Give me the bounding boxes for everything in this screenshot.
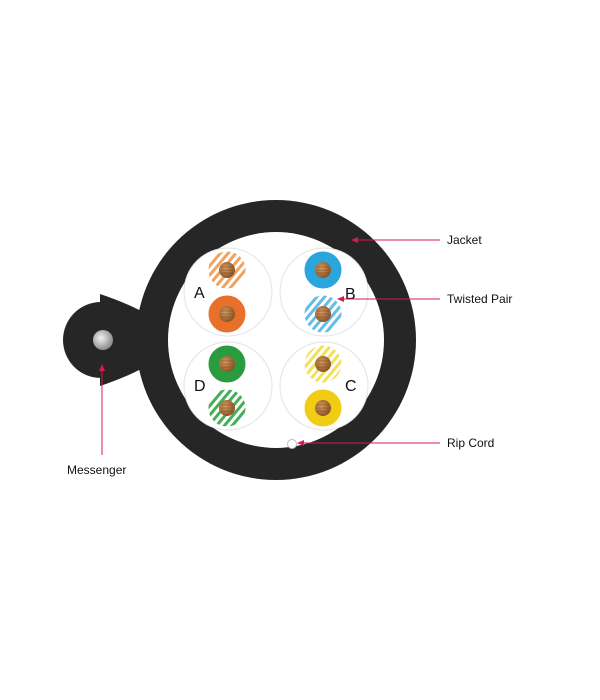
orange-striped-conductor — [207, 250, 247, 290]
rip-cord-label: Rip Cord — [447, 436, 494, 450]
pair-boundary — [279, 341, 369, 431]
rip-cord-callout-arrow — [297, 440, 304, 446]
orange-solid-conductor — [207, 294, 247, 334]
blue-striped-conductor — [303, 294, 343, 334]
twisted-pair-b — [279, 247, 369, 337]
twisted-pair-callout-arrow — [337, 296, 344, 302]
messenger-label: Messenger — [67, 463, 126, 477]
twisted-pair-a — [183, 247, 273, 337]
pair-boundary — [183, 247, 273, 337]
pair-letter-a: A — [194, 285, 205, 302]
green-striped-conductor — [207, 388, 247, 428]
pair-letter-c: C — [345, 378, 357, 395]
pair-letter-b: B — [345, 286, 356, 303]
twisted-pair-label: Twisted Pair — [447, 292, 512, 306]
twisted-pair-d — [183, 341, 273, 431]
messenger-callout-arrow — [99, 364, 105, 371]
messenger-wire — [93, 330, 113, 350]
jacket-callout-arrow — [351, 237, 358, 243]
pair-letter-d: D — [194, 378, 206, 395]
blue-solid-conductor — [303, 250, 343, 290]
twisted-pair-c — [279, 341, 369, 431]
callouts — [99, 237, 440, 455]
yellow-striped-conductor — [303, 344, 343, 384]
twisted-pairs — [183, 247, 369, 431]
messenger-lobe — [63, 294, 150, 386]
yellow-solid-conductor — [303, 388, 343, 428]
green-solid-conductor — [207, 344, 247, 384]
rip-cord — [287, 439, 297, 449]
jacket-label: Jacket — [447, 233, 482, 247]
pair-boundary — [183, 341, 273, 431]
pair-boundary — [279, 247, 369, 337]
